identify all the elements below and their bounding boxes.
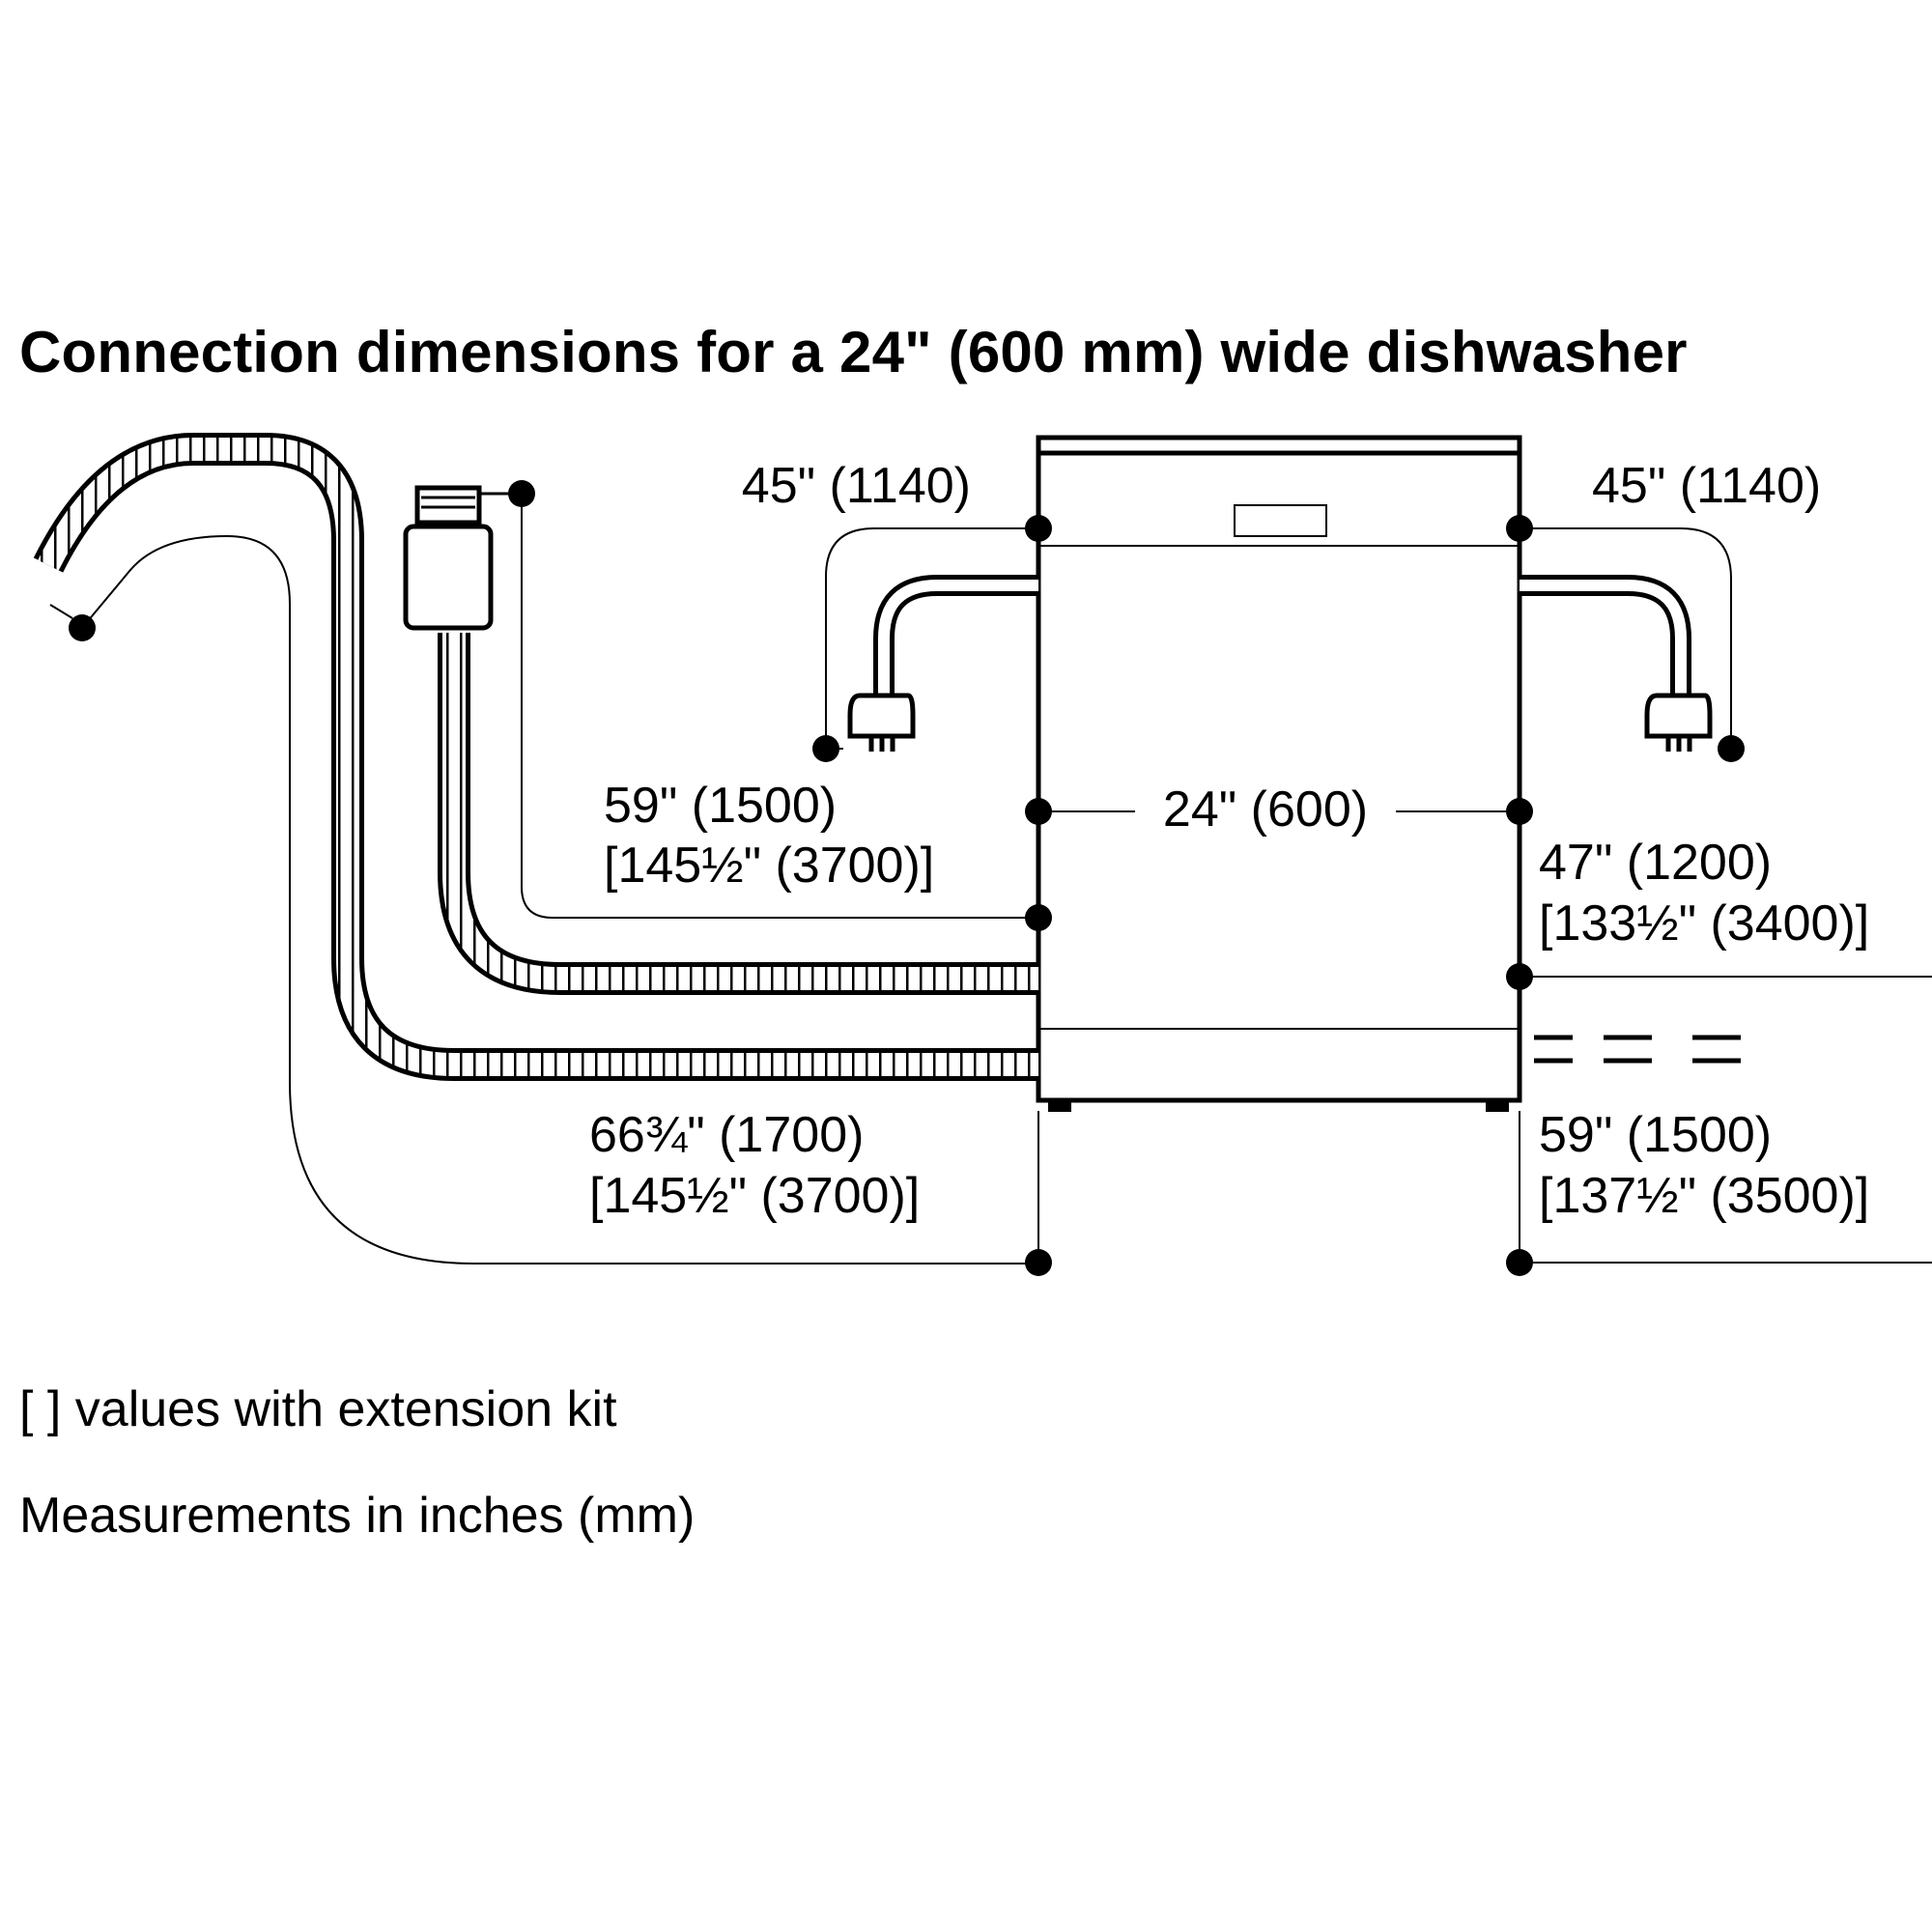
power-right-end-dot bbox=[1718, 735, 1745, 762]
power-right-start-dot bbox=[1506, 515, 1533, 542]
drain-right-ext-label: [137½" (3500)] bbox=[1539, 1168, 1869, 1224]
reference-lines bbox=[1520, 976, 1932, 1264]
width-label: 24" (600) bbox=[1163, 781, 1368, 838]
plug-right-icon bbox=[1644, 693, 1713, 739]
control-panel bbox=[1234, 504, 1327, 537]
power-left-label: 45" (1140) bbox=[742, 458, 971, 514]
dishwasher-outline bbox=[1036, 435, 1522, 1112]
power-cord-right bbox=[1520, 575, 1713, 752]
drain-right-dot bbox=[1506, 1249, 1533, 1276]
drain-right-label: 59" (1500) bbox=[1539, 1107, 1772, 1163]
width-right-dot bbox=[1506, 798, 1533, 825]
units-note: Measurements in inches (mm) bbox=[19, 1488, 696, 1544]
drain-end-dot bbox=[69, 614, 96, 641]
dishwasher-body bbox=[1036, 450, 1522, 1103]
water-supply-left-label: 59" (1500) bbox=[604, 778, 837, 834]
water-supply-right-ext-label: [133½" (3400)] bbox=[1539, 895, 1869, 952]
water-supply-hose bbox=[403, 485, 1038, 995]
water-supply-left-dot bbox=[1025, 904, 1052, 931]
faucet-dot bbox=[508, 480, 535, 507]
power-left-end-dot bbox=[812, 735, 839, 762]
water-supply-right-label: 47" (1200) bbox=[1539, 835, 1772, 891]
aquastop-valve-icon bbox=[403, 524, 494, 631]
plug-left-icon bbox=[847, 693, 916, 739]
water-supply-left-ext-label: [145½" (3700)] bbox=[604, 838, 934, 894]
leader-lines bbox=[49, 494, 1732, 1264]
drain-left-dot bbox=[1025, 1249, 1052, 1276]
dimension-dots bbox=[69, 480, 1745, 1276]
drain-left-label: 66¾" (1700) bbox=[589, 1107, 864, 1163]
power-cord-left bbox=[847, 575, 1038, 752]
width-left-dot bbox=[1025, 798, 1052, 825]
power-left-start-dot bbox=[1025, 515, 1052, 542]
foot-left bbox=[1048, 1100, 1071, 1112]
drain-hose bbox=[33, 433, 1038, 1081]
foot-right bbox=[1486, 1100, 1509, 1112]
diagram-title: Connection dimensions for a 24" (600 mm)… bbox=[19, 320, 1688, 384]
faucet-connector-icon bbox=[414, 485, 482, 526]
dimension-labels: 45" (1140) 45" (1140) 24" (600) 59" (150… bbox=[589, 458, 1869, 1224]
extension-kit-note: [ ] values with extension kit bbox=[19, 1381, 617, 1437]
water-supply-right-dot bbox=[1506, 963, 1533, 990]
power-right-label: 45" (1140) bbox=[1592, 458, 1821, 514]
drain-left-ext-label: [145½" (3700)] bbox=[589, 1168, 920, 1224]
